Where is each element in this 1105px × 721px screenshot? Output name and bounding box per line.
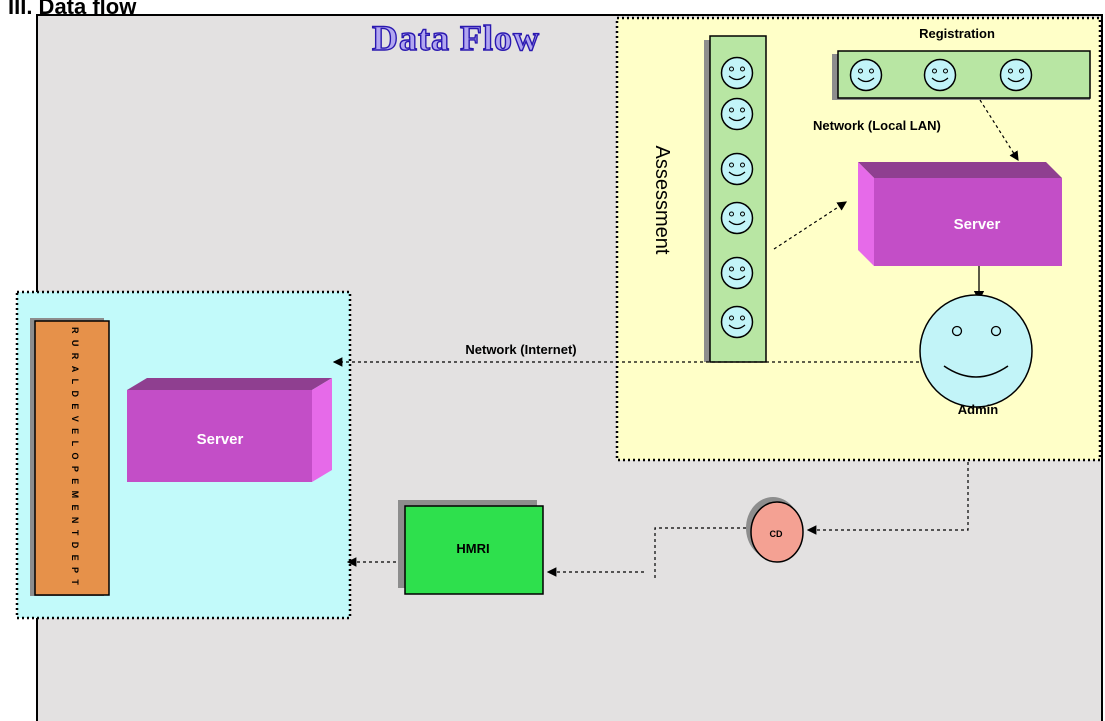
rural-dept-bar: [34, 320, 110, 596]
registration-user-icon: [923, 58, 957, 92]
zone-to-cd-path: [806, 462, 969, 535]
cd-label: CD: [770, 529, 783, 539]
cd-icon: [746, 497, 804, 563]
assessment-user-icon: [720, 256, 754, 290]
department-server: [127, 378, 332, 482]
cd-to-hmri-path: [654, 527, 746, 578]
assessment-user-icon: [720, 97, 754, 131]
network-internet-label: Network (Internet): [465, 342, 576, 357]
network-lan-label: Network (Local LAN): [813, 118, 941, 133]
registration-user-icon: [999, 58, 1033, 92]
registration-label: Registration: [919, 26, 995, 41]
registration-users: [849, 58, 1033, 92]
main-server: [858, 162, 1062, 266]
admin-icon: [919, 294, 1033, 408]
assessment-user-icon: [720, 152, 754, 186]
hmri-box: [404, 505, 544, 595]
rural-dept-label: RURALDEVELOPEMENTDEPT: [70, 327, 80, 589]
assessment-user-icon: [720, 305, 754, 339]
diagram-title: Data Flow: [372, 18, 540, 58]
department-server-label: Server: [197, 431, 244, 448]
assessment-user-icon: [720, 56, 754, 90]
hmri-label: HMRI: [456, 541, 489, 556]
assessment-label: Assessment: [651, 146, 673, 255]
main-server-label: Server: [954, 216, 1001, 233]
admin-label: Admin: [958, 402, 999, 417]
registration-user-icon: [849, 58, 883, 92]
assessment-arrow: [773, 201, 848, 250]
assessment-user-icon: [720, 201, 754, 235]
